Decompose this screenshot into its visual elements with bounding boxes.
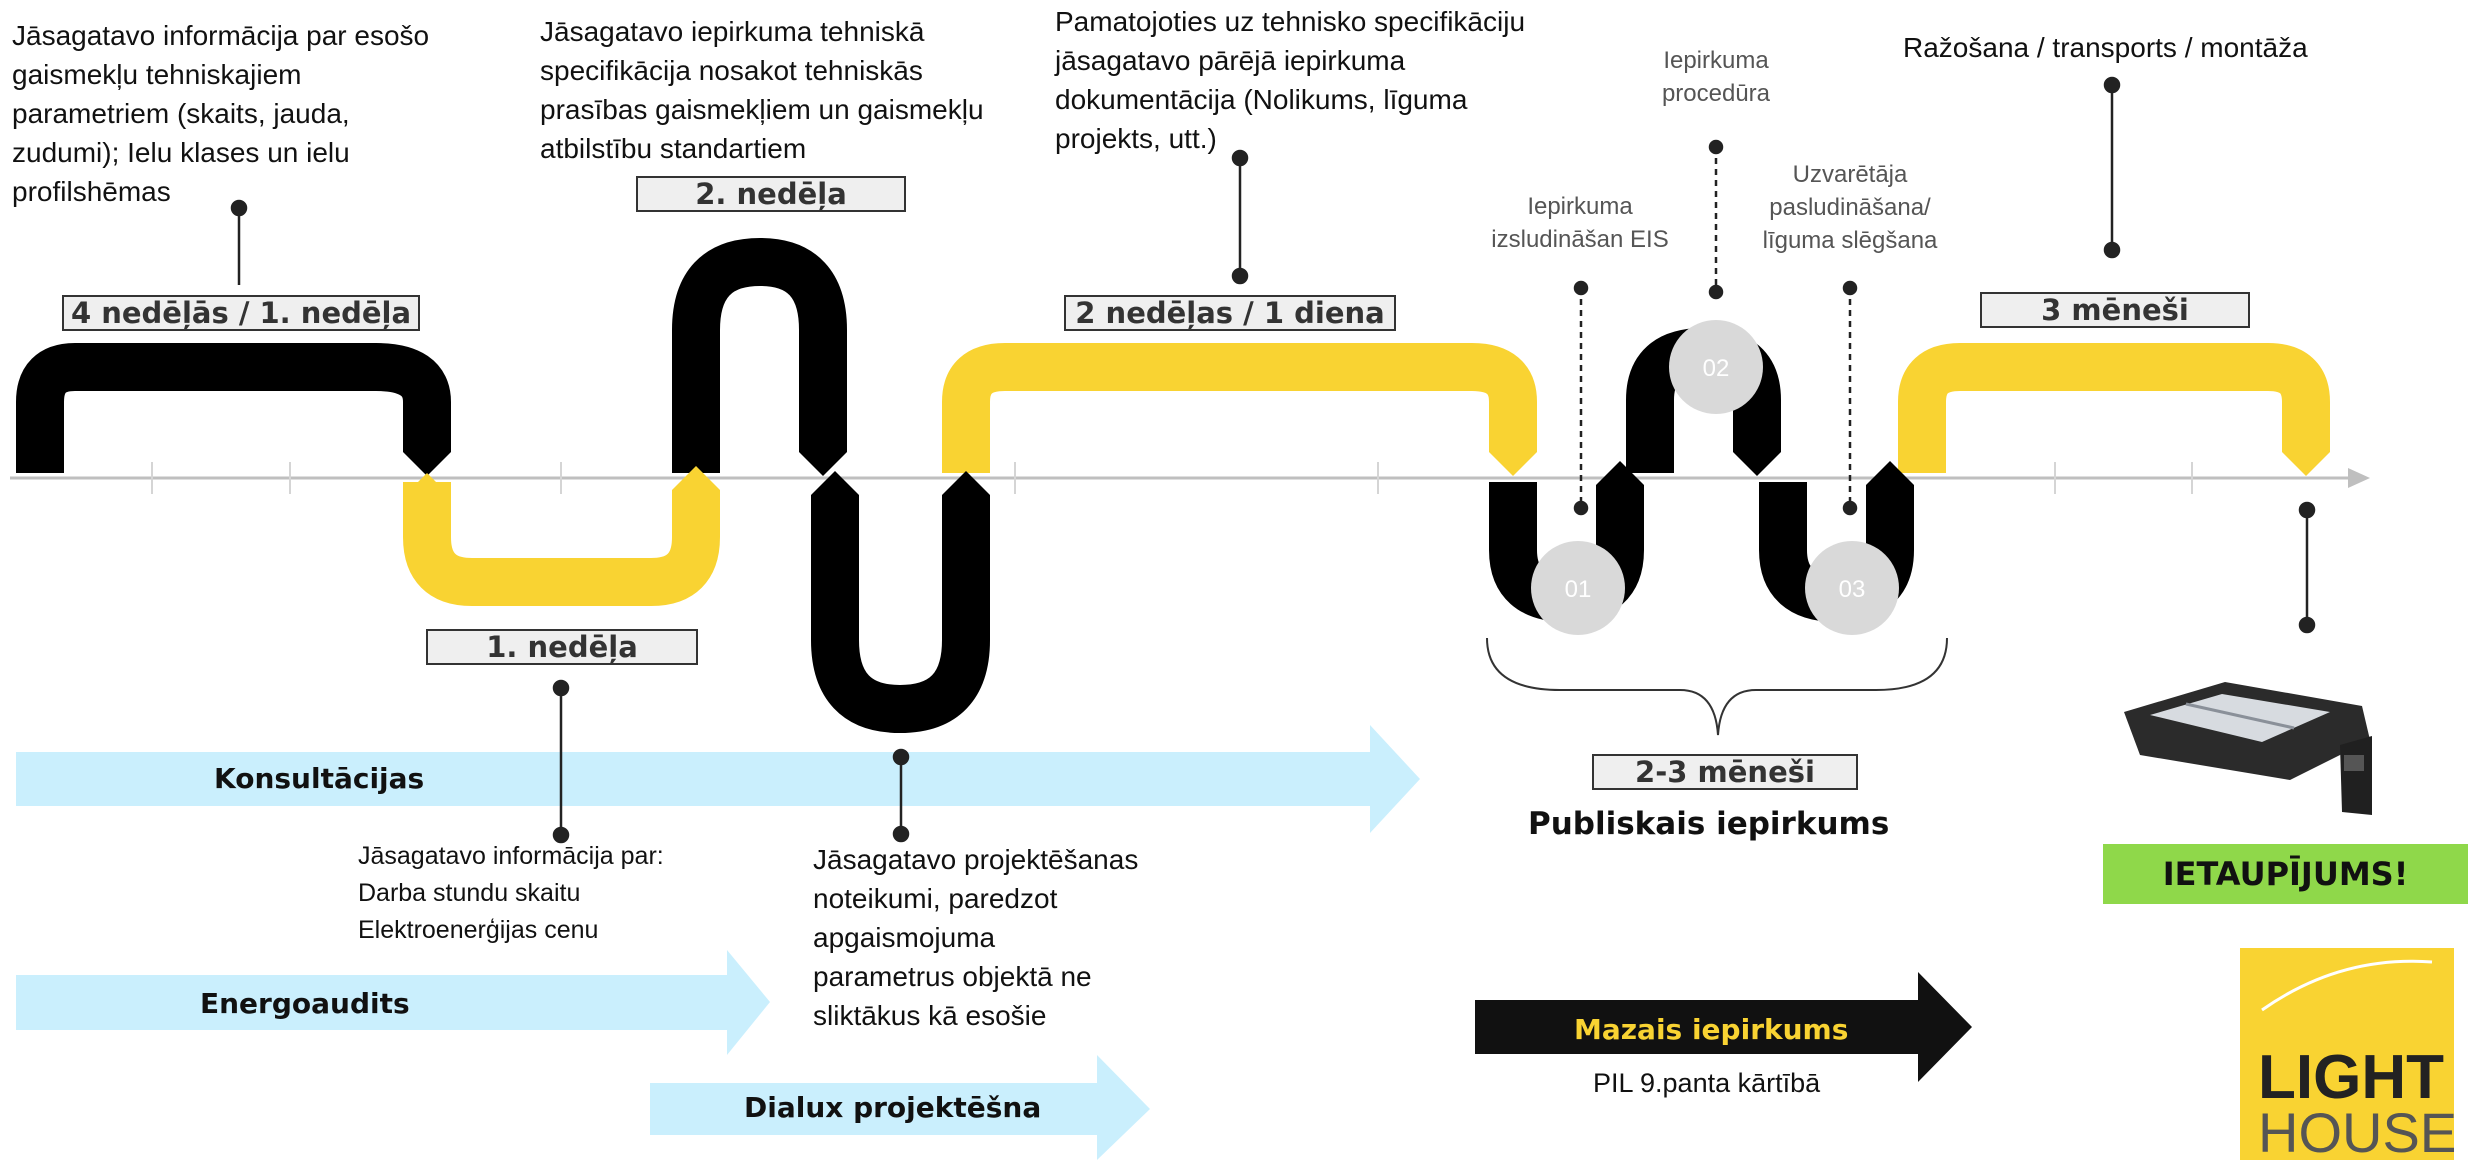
dashed-connectors <box>1579 147 1852 508</box>
note-line: parametrus objektā ne <box>813 961 1092 992</box>
duration-label: 1. nedēļa <box>426 629 698 665</box>
energy-audit-label: Energoaudits <box>200 987 410 1020</box>
small-procurement-arrow <box>1475 972 1972 1082</box>
timeline-ticks <box>151 462 2193 494</box>
note-line: pasludināšana/ <box>1769 194 1931 221</box>
note-design-rules: Jāsagatavo projektēšanas noteikumi, pare… <box>813 840 1138 1035</box>
step-label-procedure: Iepirkuma procedūra <box>1596 44 1836 110</box>
dialux-arrow <box>650 1055 1150 1160</box>
step-label-winner: Uzvarētāja pasludināšana/ līguma slēgšan… <box>1730 158 1970 257</box>
note-line: Darba stundu skaitu <box>358 879 581 907</box>
consultations-arrow <box>16 725 1420 833</box>
note-line: Uzvarētāja <box>1792 161 1908 188</box>
segment-black-2 <box>672 237 847 473</box>
small-procurement-note: PIL 9.panta kārtībā <box>1593 1068 1821 1098</box>
note-line: zudumi); Ielu klases un ielu <box>12 137 350 168</box>
note-line: izsludināšan EIS <box>1491 226 1669 253</box>
note-line: projekts, utt.) <box>1055 123 1217 154</box>
path-chevrons <box>403 452 2330 497</box>
duration-label: 2-3 mēneši <box>1592 754 1858 790</box>
note-line: profilshēmas <box>12 176 171 207</box>
note-line: atbilstību standartiem <box>540 133 807 164</box>
note-line: noteikumi, paredzot <box>813 883 1058 914</box>
note-line: Jāsagatavo informācija par esošo <box>12 20 430 51</box>
note-line: gaismekļu tehniskajiem <box>12 59 302 90</box>
duration-label: 2. nedēļa <box>636 176 906 212</box>
energy-audit-arrow <box>16 950 770 1055</box>
duration-label: 2 nedēļas / 1 diena <box>1064 295 1396 331</box>
note-line: specifikācija nosakot tehniskās <box>540 55 923 86</box>
note-existing-lights: Jāsagatavo informācija par esošo gaismek… <box>12 16 429 211</box>
segment-yellow-1 <box>403 482 720 606</box>
small-procurement-label: Mazais iepirkums <box>1574 1013 1849 1046</box>
step-circle-03: 03 <box>1805 541 1899 635</box>
public-procurement-brace <box>1486 637 1948 736</box>
svg-text:HOUSE: HOUSE <box>2258 1101 2457 1160</box>
consultations-label: Konsultācijas <box>214 762 425 795</box>
note-line: jāsagatavo pārējā iepirkuma <box>1055 45 1406 76</box>
note-line: Jāsagatavo projektēšanas <box>813 844 1139 875</box>
savings-badge: IETAUPĪJUMS! <box>2103 844 2468 904</box>
note-line: prasības gaismekļiem un gaismekļu <box>540 94 984 125</box>
dialux-label: Dialux projektēšna <box>744 1091 1042 1124</box>
note-line: parametriem (skaits, jauda, <box>12 98 350 129</box>
note-energy-audit-info: Jāsagatavo informācija par: Darba stundu… <box>358 838 664 949</box>
svg-text:01: 01 <box>1565 576 1592 603</box>
note-line: Elektroenerģijas cenu <box>358 916 599 944</box>
timeline-arrowhead <box>2348 468 2370 488</box>
note-line: Ražošana / transports / montāža <box>1903 32 2308 63</box>
note-technical-spec: Jāsagatavo iepirkuma tehniskā specifikāc… <box>540 12 984 168</box>
step-circle-02: 02 <box>1669 320 1763 414</box>
note-line: līguma slēgšana <box>1762 227 1938 254</box>
svg-text:02: 02 <box>1703 355 1730 382</box>
connector-pins <box>230 76 2316 844</box>
step-circle-01: 01 <box>1531 541 1625 635</box>
note-procurement-docs: Pamatojoties uz tehnisko specifikāciju j… <box>1055 2 1525 158</box>
duration-label: 3 mēneši <box>1980 292 2250 328</box>
public-procurement-label: Publiskais iepirkums <box>1528 806 1890 842</box>
note-line: dokumentācija (Nolikums, līguma <box>1055 84 1468 115</box>
svg-text:LIGHT: LIGHT <box>2258 1043 2444 1112</box>
lighthouse-logo: LIGHT HOUSE <box>2240 948 2457 1160</box>
note-line: Jāsagatavo informācija par: <box>358 842 664 870</box>
segment-black-1 <box>16 343 451 473</box>
note-line: sliktākus kā esošie <box>813 1000 1047 1031</box>
note-line: Jāsagatavo iepirkuma tehniskā <box>540 16 925 47</box>
note-line: Iepirkuma <box>1527 193 1633 220</box>
svg-text:03: 03 <box>1839 576 1866 603</box>
note-production: Ražošana / transports / montāža <box>1903 28 2308 67</box>
segment-black-3 <box>811 495 990 734</box>
note-line: Iepirkuma <box>1663 47 1769 74</box>
segment-yellow-2 <box>942 343 1537 473</box>
duration-label: 4 nedēļās / 1. nedēļa <box>62 295 420 331</box>
step-label-announcement: Iepirkuma izsludināšan EIS <box>1460 190 1700 256</box>
street-light-image <box>2124 682 2372 815</box>
note-line: Pamatojoties uz tehnisko specifikāciju <box>1055 6 1526 37</box>
note-line: apgaismojuma <box>813 922 996 953</box>
segment-yellow-3 <box>1898 343 2330 473</box>
note-line: procedūra <box>1661 80 1771 107</box>
